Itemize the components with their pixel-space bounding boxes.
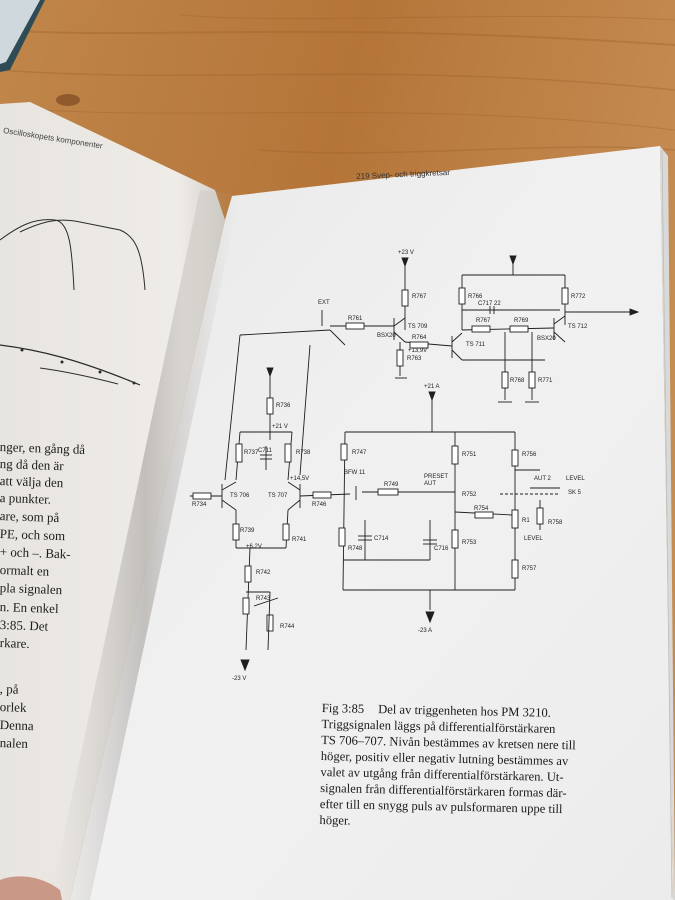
left-line-16: nalen <box>0 735 29 751</box>
left-line-4: a punkter. <box>0 490 52 507</box>
label-sk5: SK 5 <box>568 490 582 496</box>
label-ts711: TS 711 <box>466 342 485 348</box>
label-r758: R758 <box>548 520 563 526</box>
left-line-1: nger, en gång då <box>0 439 86 457</box>
label-r738: R738 <box>296 450 311 456</box>
label-r764: R764 <box>412 335 427 341</box>
label-r757: R757 <box>522 566 537 572</box>
left-line-7: + och –. Bak- <box>0 544 71 562</box>
label-ts709: TS 709 <box>408 324 428 330</box>
left-line-2: ng då den är <box>0 456 64 474</box>
label-p62v: +6,2V <box>246 544 262 550</box>
label-r739: R739 <box>240 528 255 534</box>
label-bsx20a: BSX20 <box>377 333 396 339</box>
label-aut: AUT <box>424 481 436 487</box>
label-m23a: -23 A <box>418 628 433 634</box>
label-r754: R754 <box>474 506 489 512</box>
label-bfw11: BFW 11 <box>344 470 366 476</box>
left-line-14: orlek <box>0 699 27 715</box>
label-r767: R767 <box>412 294 427 300</box>
left-line-12: rkare. <box>0 635 30 652</box>
right-page <box>70 146 673 900</box>
blue-book-corner <box>0 0 45 72</box>
fig-label: Fig 3:85 <box>321 700 365 716</box>
label-r734: R734 <box>192 502 207 508</box>
label-r753: R753 <box>462 540 477 546</box>
label-r737: R737 <box>244 450 259 456</box>
label-r768: R768 <box>510 378 525 384</box>
label-p21v: +21 V <box>272 424 288 430</box>
label-p145v: +14,5V <box>290 476 310 482</box>
label-m23v: -23 V <box>232 676 247 682</box>
label-c714: C714 <box>374 536 389 542</box>
label-r752: R752 <box>462 492 477 498</box>
label-ts712: TS 712 <box>568 324 588 330</box>
label-r1: R1 <box>522 518 530 524</box>
label-r766: R766 <box>468 294 483 300</box>
label-r746: R746 <box>312 502 327 508</box>
label-bsx20b: BSX20 <box>537 336 556 342</box>
label-r751: R751 <box>462 452 477 458</box>
label-preset: PRESET <box>424 474 449 480</box>
label-c711: C711 <box>258 448 272 454</box>
label-r761: R761 <box>348 316 363 322</box>
label-r747: R747 <box>352 450 367 456</box>
label-r772: R772 <box>571 294 586 300</box>
left-line-8: ormalt en <box>0 562 50 579</box>
left-line-3: att välja den <box>0 473 64 491</box>
label-r743: R743 <box>256 596 271 602</box>
label-ts706: TS 706 <box>230 493 250 499</box>
label-p13v: +13,9V <box>408 348 428 354</box>
left-line-11: 3:85. Det <box>0 617 49 634</box>
label-ts707: TS 707 <box>268 493 288 499</box>
label-r756: R756 <box>522 452 537 458</box>
label-c717: C717 22 <box>478 301 501 307</box>
left-graph-ticks <box>20 348 136 385</box>
label-c716: C716 <box>434 546 449 552</box>
label-r767b: R767 <box>476 318 491 324</box>
label-r749: R749 <box>384 482 399 488</box>
left-line-5: are, som på <box>0 508 60 526</box>
label-r742: R742 <box>256 570 271 576</box>
left-line-10: n. En enkel <box>0 599 59 617</box>
thumb <box>0 876 62 900</box>
label-p21a: +21 A <box>424 384 440 390</box>
schematic <box>190 255 640 672</box>
left-line-13: , på <box>0 681 19 697</box>
label-r748: R748 <box>348 546 363 552</box>
label-r763: R763 <box>407 356 422 362</box>
label-r744: R744 <box>280 624 295 630</box>
wood-knot <box>56 94 80 106</box>
label-ext: EXT <box>318 300 330 306</box>
label-level: LEVEL <box>566 476 585 482</box>
label-r741: R741 <box>292 537 307 543</box>
label-r769: R769 <box>514 318 529 324</box>
left-line-6: PE, och som <box>0 526 66 544</box>
label-aut2: AUT 2 <box>534 476 551 482</box>
wood-grain <box>0 14 675 154</box>
label-p23v: +23 V <box>398 250 414 256</box>
left-page-graph <box>0 219 146 386</box>
label-r771: R771 <box>538 378 553 384</box>
left-page <box>0 102 225 900</box>
label-level2: LEVEL <box>524 536 543 542</box>
left-line-9: pla signalen <box>0 580 63 598</box>
left-line-15: Denna <box>0 717 34 734</box>
label-r736: R736 <box>276 403 291 409</box>
